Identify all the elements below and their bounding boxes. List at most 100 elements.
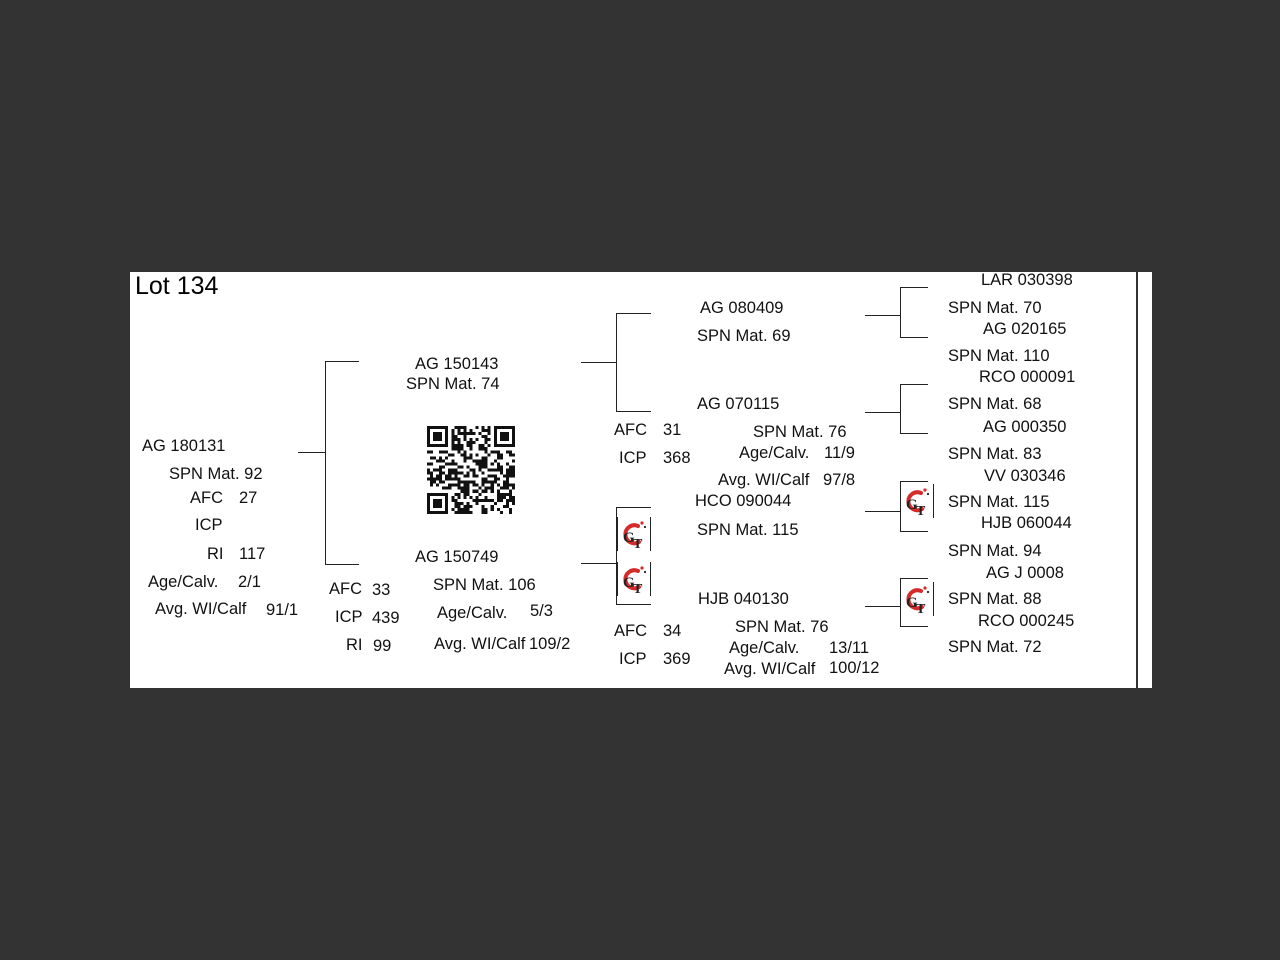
gen3-id: LAR 030398 (981, 272, 1073, 289)
gen3-id: AG 000350 (983, 418, 1067, 436)
bracket-line (900, 626, 928, 627)
gen3-id: HJB 060044 (981, 514, 1072, 532)
gen3-spn: SPN Mat. 68 (948, 395, 1042, 413)
dam-ri-value: 99 (373, 637, 392, 655)
bracket-line (865, 412, 900, 413)
bracket-line (616, 411, 651, 412)
dam-dam-spn: SPN Mat. 76 (735, 618, 829, 636)
dam-spn: SPN Mat. 106 (433, 576, 536, 594)
dam-dam-wi-value: 100/12 (829, 659, 880, 677)
dam-wi-value: 109/2 (529, 635, 571, 653)
dam-afc-value: 33 (372, 581, 391, 599)
svg-text:G: G (623, 530, 635, 546)
lot-title: Lot 134 (135, 272, 219, 300)
subject-age-label: Age/Calv. (148, 573, 219, 591)
dam-dam-icp-value: 369 (663, 650, 691, 668)
sheet-right-border (1136, 272, 1138, 688)
subject-afc-value: 27 (239, 489, 258, 507)
dam-icp-label: ICP (335, 608, 363, 626)
subject-afc-label: AFC (190, 489, 223, 507)
bracket-line (865, 315, 900, 316)
sire-dam-age-label: Age/Calv. (739, 444, 810, 462)
bracket-line (900, 578, 928, 579)
sire-dam-wi-value: 97/8 (823, 471, 856, 489)
gen3-spn: SPN Mat. 70 (948, 299, 1042, 317)
dam-age-value: 5/3 (530, 602, 553, 620)
qr-code-icon (427, 426, 515, 514)
svg-text:T: T (633, 582, 643, 596)
bracket-line (865, 606, 900, 607)
dam-dam-afc-label: AFC (614, 622, 647, 640)
dam-dam-afc-value: 34 (663, 622, 682, 640)
bracket-line (900, 384, 901, 434)
sire-dam-spn: SPN Mat. 76 (753, 423, 847, 441)
bracket-line (325, 361, 359, 362)
subject-id: AG 180131 (142, 437, 226, 455)
sire-dam-id: AG 070115 (697, 395, 780, 413)
bracket-line (865, 511, 900, 512)
sire-sire-id: AG 080409 (700, 299, 784, 317)
svg-text:G: G (906, 497, 918, 513)
gen3-id: AG J 0008 (986, 564, 1064, 582)
gen3-spn: SPN Mat. 115 (948, 493, 1050, 511)
sire-id: AG 150143 (415, 355, 499, 373)
dam-dam-age-label: Age/Calv. (729, 639, 800, 657)
sire-spn: SPN Mat. 74 (406, 375, 500, 393)
bracket-line (581, 563, 616, 564)
gen3-id: VV 030346 (984, 467, 1066, 485)
svg-text:T: T (916, 602, 926, 616)
gen3-id: AG 020165 (983, 320, 1067, 338)
gen3-spn: SPN Mat. 88 (948, 590, 1042, 608)
gen3-spn: SPN Mat. 94 (948, 542, 1042, 560)
subject-wi-label: Avg. WI/Calf (155, 600, 247, 618)
dam-wi-label: Avg. WI/Calf (434, 635, 526, 653)
sire-sire-spn: SPN Mat. 69 (697, 327, 791, 345)
bracket-line (616, 313, 617, 412)
bracket-line (616, 313, 651, 314)
subject-age-value: 2/1 (238, 573, 261, 591)
dam-dam-icp-label: ICP (619, 650, 647, 668)
bracket-line (900, 433, 928, 434)
dam-age-label: Age/Calv. (437, 604, 508, 622)
bracket-line (325, 564, 359, 565)
svg-text:T: T (916, 504, 926, 518)
gen3-id: RCO 000091 (979, 368, 1076, 386)
bracket-line (900, 287, 928, 288)
bracket-line (581, 362, 616, 363)
subject-ri-value: 117 (239, 545, 266, 563)
dam-afc-label: AFC (329, 580, 362, 598)
subject-icp-label: ICP (195, 516, 223, 534)
pedigree-sheet: Lot 134 AG 180131 SPN Mat. 92 AFC 27 ICP… (128, 272, 1152, 688)
bracket-line (900, 531, 928, 532)
subject-ri-label: RI (207, 545, 224, 563)
dam-ri-label: RI (346, 636, 363, 654)
bracket-line (900, 384, 928, 385)
svg-text:G: G (623, 575, 635, 591)
dam-icp-value: 439 (372, 609, 400, 627)
bracket-line (298, 452, 325, 453)
dam-id: AG 150749 (415, 548, 499, 566)
sire-dam-afc-value: 31 (663, 421, 682, 439)
bracket-line (325, 361, 326, 565)
dam-dam-id: HJB 040130 (698, 590, 789, 608)
bracket-line (616, 507, 651, 508)
gen3-spn: SPN Mat. 83 (948, 445, 1042, 463)
sire-dam-afc-label: AFC (614, 421, 647, 439)
subject-wi-value: 91/1 (266, 601, 299, 619)
gen3-spn: SPN Mat. 72 (948, 638, 1042, 656)
sire-dam-age-value: 11/9 (824, 444, 855, 462)
bracket-line (900, 337, 928, 338)
subject-spn: SPN Mat. 92 (169, 465, 263, 483)
dam-sire-id: HCO 090044 (695, 492, 792, 510)
bracket-line (900, 481, 928, 482)
bracket-line (616, 604, 651, 605)
sire-dam-wi-label: Avg. WI/Calf (718, 471, 810, 489)
gen3-spn: SPN Mat. 110 (948, 347, 1050, 365)
bracket-line (616, 507, 617, 605)
dam-dam-wi-label: Avg. WI/Calf (724, 660, 816, 678)
sheet-left-border (128, 272, 130, 688)
svg-text:G: G (906, 595, 918, 611)
